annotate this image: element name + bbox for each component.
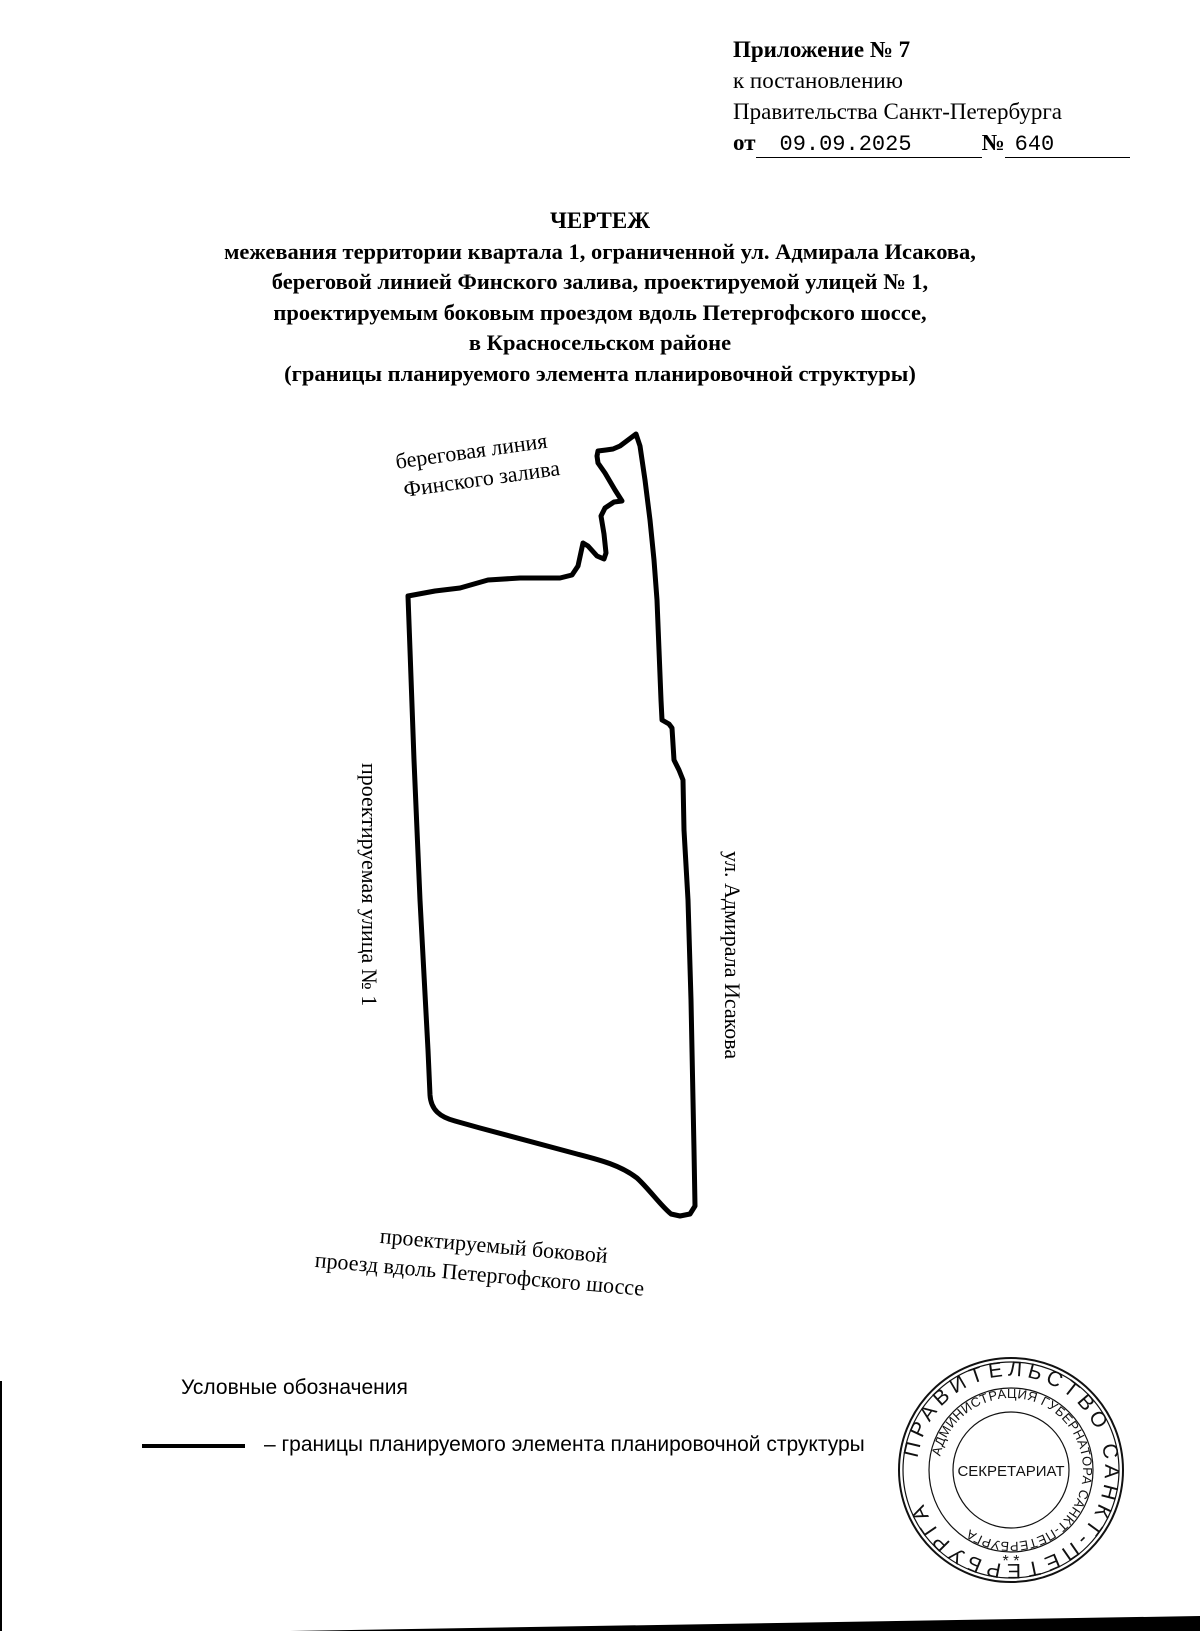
legend-item-text: – границы планируемого элемента планиров…: [264, 1433, 865, 1456]
territory-boundary: [405, 431, 698, 1219]
appendix-government: Правительства Санкт-Петербурга: [733, 99, 1062, 124]
number-label: №: [981, 130, 1005, 155]
appendix-header: Приложение № 7 к постановлению Правитель…: [733, 34, 1130, 158]
scan-edge-left: [0, 1381, 2, 1631]
resolution-date: 09.09.2025: [755, 133, 982, 158]
legend-title: Условные обозначения: [181, 1376, 408, 1399]
resolution-number: 640: [1004, 133, 1130, 158]
title-heading: ЧЕРТЕЖ: [550, 208, 650, 233]
title-line: береговой линией Финского залива, проект…: [271, 269, 929, 294]
east-street-label: ул. Адмирала Исакова: [720, 851, 745, 1060]
title-line: межевания территории квартала 1, огранич…: [224, 238, 976, 264]
title-line: в Красносельском районе: [468, 330, 732, 355]
appendix-number: Приложение № 7: [733, 37, 911, 62]
stamp-stars: * *: [1003, 1553, 1020, 1570]
boundary-line-symbol-icon: [142, 1444, 245, 1448]
official-stamp: ПРАВИТЕЛЬСТВО САНКТ-ПЕТЕРБУРГА АДМИНИСТР…: [898, 1357, 1124, 1583]
title-line: проектируемым боковым проездом вдоль Пет…: [273, 299, 927, 325]
document-title: ЧЕРТЕЖ межевания территории квартала 1, …: [0, 206, 1200, 389]
title-line: (границы планируемого элемента планирово…: [284, 360, 916, 386]
appendix-to-resolution: к постановлению: [733, 68, 903, 93]
stamp-center-text: СЕКРЕТАРИАТ: [957, 1463, 1064, 1480]
from-label: от: [733, 130, 756, 155]
west-street-label: проектируемая улица № 1: [357, 763, 382, 1007]
